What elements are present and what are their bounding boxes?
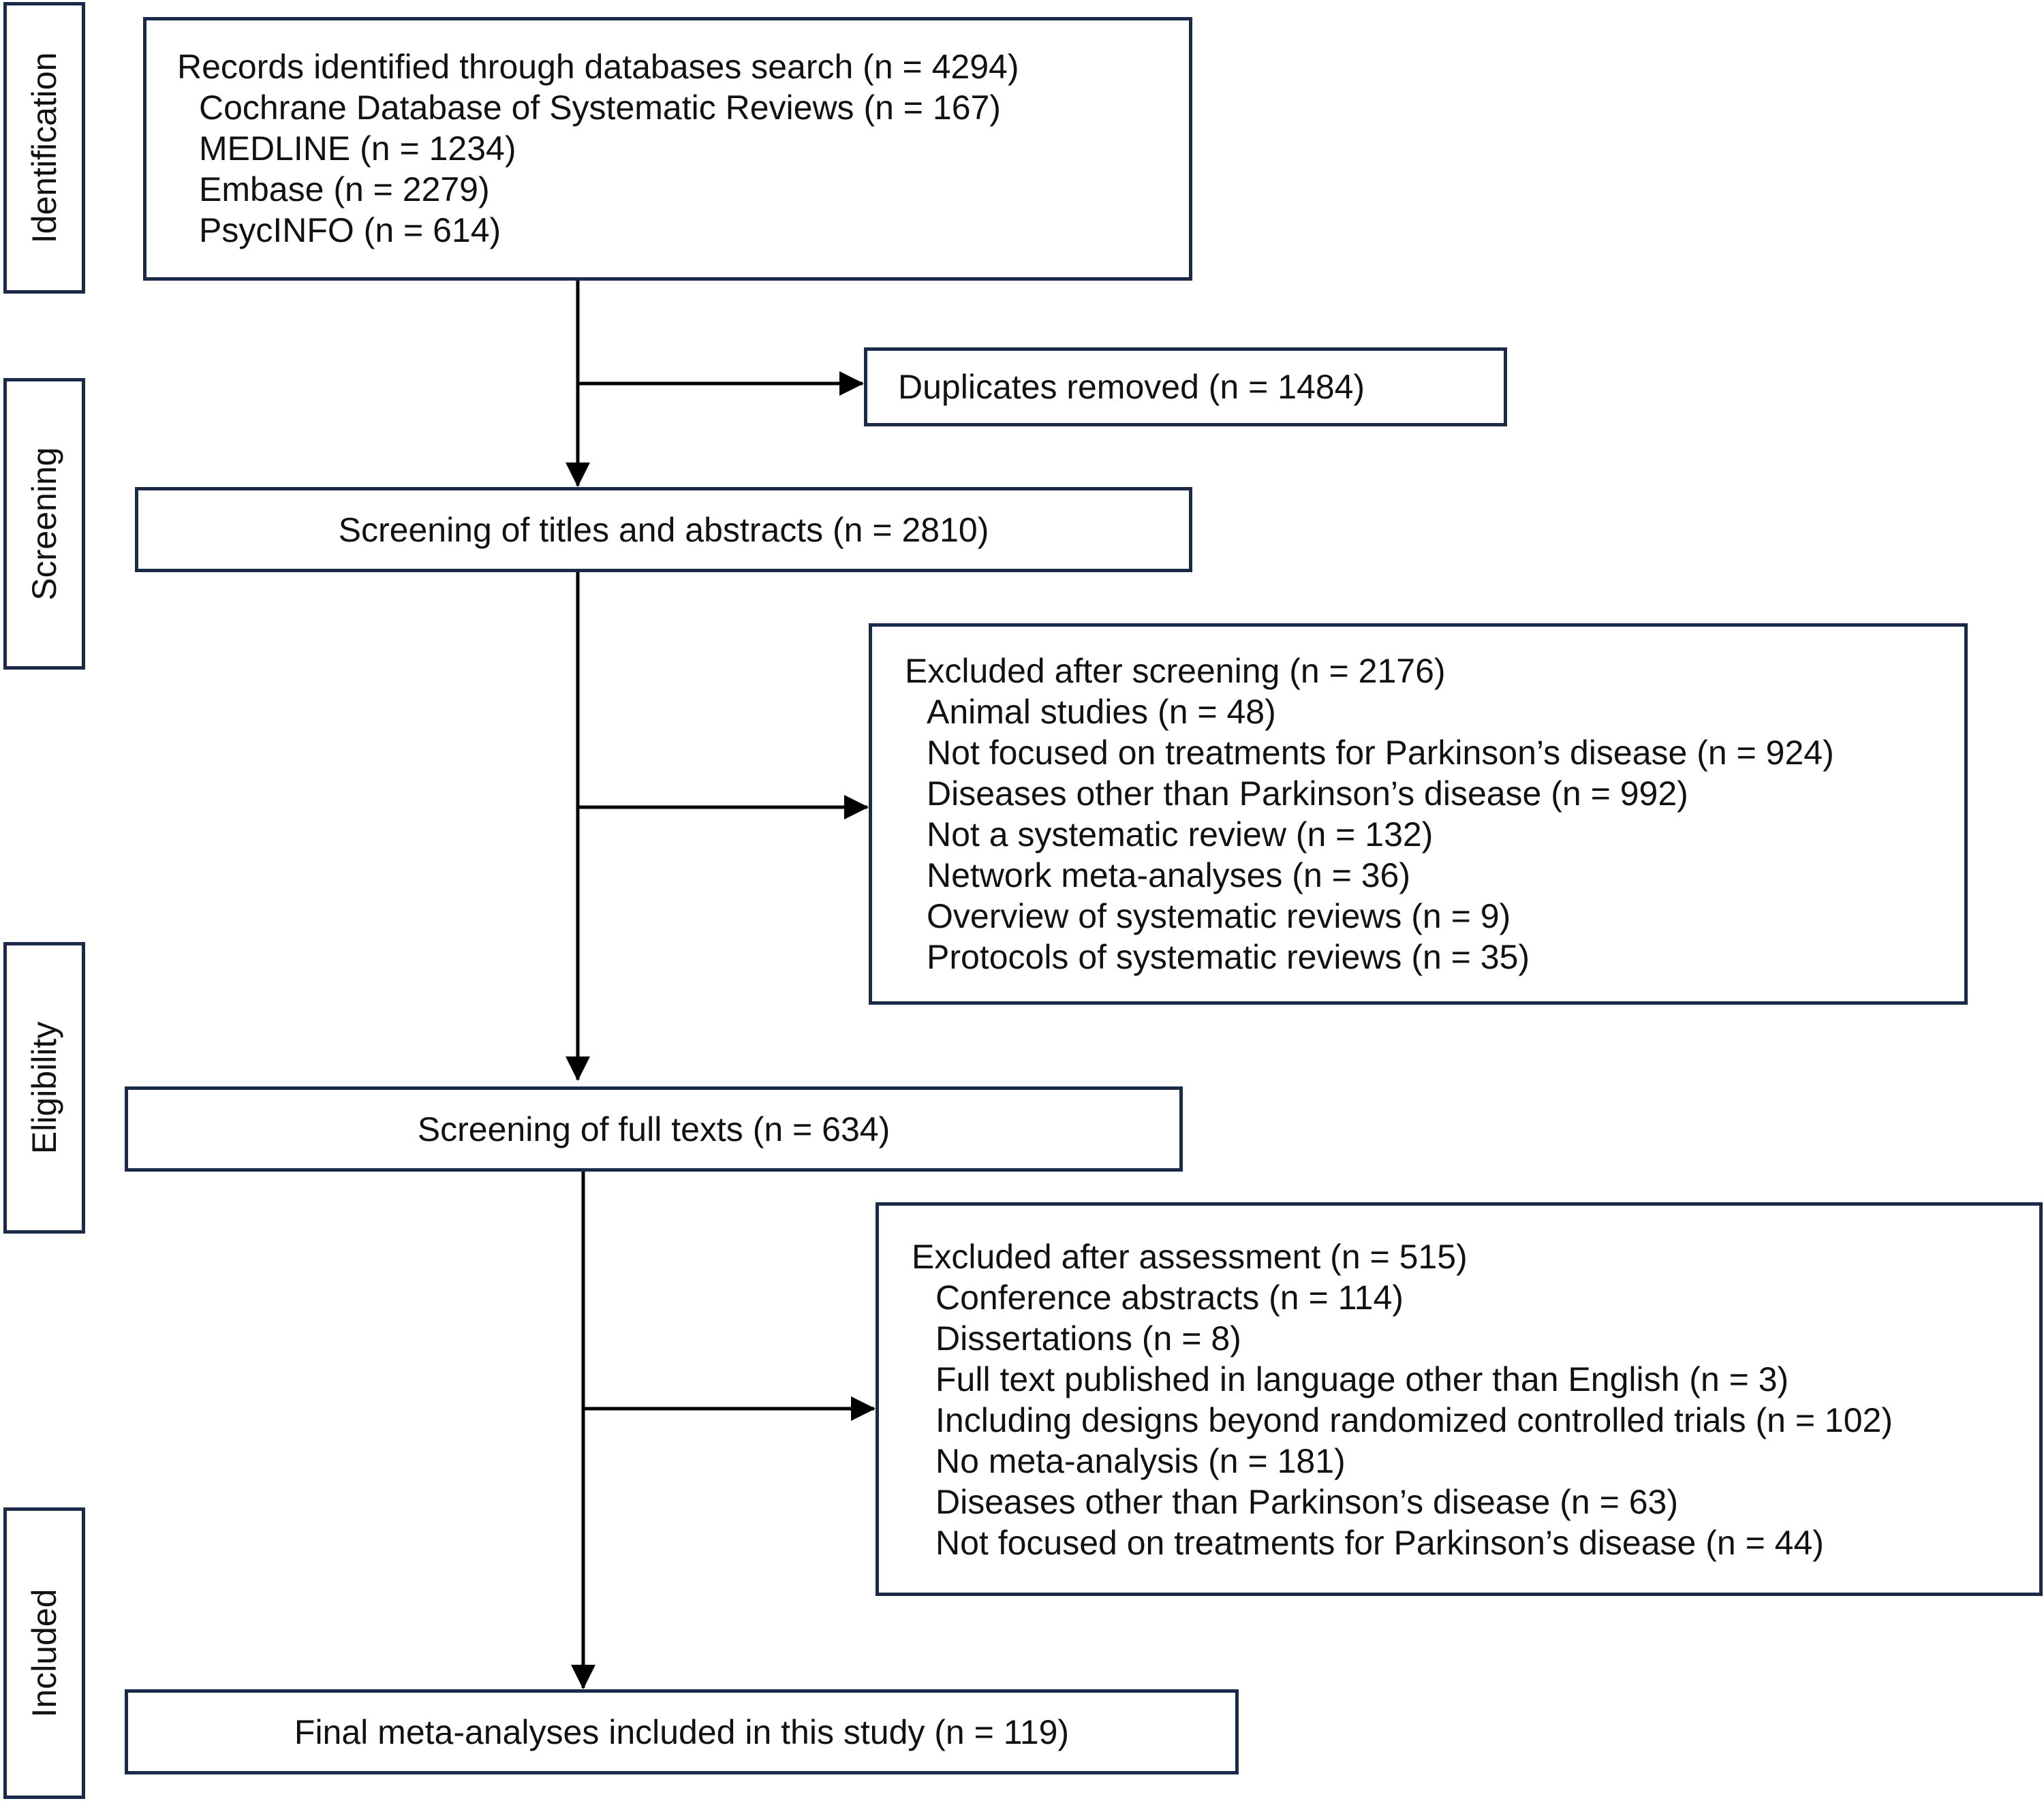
excluded-screening-item: Animal studies (n = 48) (927, 693, 1276, 731)
screening-titles-text: Screening of titles and abstracts (n = 2… (338, 510, 989, 549)
excluded-assessment-item: No meta-analysis (n = 181) (935, 1442, 1346, 1480)
excluded-assessment-item: Not focused on treatments for Parkinson’… (935, 1524, 1824, 1562)
screening-fulltext-box: Screening of full texts (n = 634) (125, 1086, 1183, 1172)
stage-label-screening: Screening (3, 378, 85, 670)
records-source-embase: Embase (n = 2279) (199, 170, 490, 208)
excluded-assessment-title: Excluded after assessment (n = 515) (912, 1238, 1468, 1276)
excluded-screening-title: Excluded after screening (n = 2176) (905, 652, 1446, 690)
excluded-screening-item: Network meta-analyses (n = 36) (927, 856, 1411, 894)
excluded-screening-item: Diseases other than Parkinson’s disease … (927, 774, 1688, 813)
excluded-screening-item: Protocols of systematic reviews (n = 35) (927, 938, 1530, 976)
final-included-text: Final meta-analyses included in this stu… (294, 1712, 1070, 1751)
records-identified-box: Records identified through databases sea… (143, 17, 1192, 281)
excluded-screening-item: Overview of systematic reviews (n = 9) (927, 897, 1511, 935)
excluded-screening-item: Not a systematic review (n = 132) (927, 815, 1434, 853)
excluded-assessment-item: Diseases other than Parkinson’s disease … (935, 1483, 1678, 1521)
excluded-screening-item: Not focused on treatments for Parkinson’… (927, 734, 1834, 772)
excluded-assessment-item: Full text published in language other th… (935, 1360, 1789, 1398)
records-source-psycinfo: PsycINFO (n = 614) (199, 211, 501, 249)
excluded-assessment-item: Dissertations (n = 8) (935, 1319, 1241, 1358)
stage-label-eligibility: Eligibility (3, 942, 85, 1234)
final-included-box: Final meta-analyses included in this stu… (125, 1689, 1239, 1774)
records-identified-title: Records identified through databases sea… (177, 48, 1019, 86)
duplicates-removed-box: Duplicates removed (n = 1484) (864, 347, 1507, 426)
excluded-after-assessment-box: Excluded after assessment (n = 515) Conf… (876, 1202, 2043, 1596)
excluded-assessment-item: Including designs beyond randomized cont… (935, 1401, 1893, 1439)
stage-label-included: Included (3, 1507, 85, 1799)
screening-titles-box: Screening of titles and abstracts (n = 2… (135, 487, 1192, 572)
excluded-assessment-item: Conference abstracts (n = 114) (935, 1279, 1404, 1317)
duplicates-removed-text: Duplicates removed (n = 1484) (898, 368, 1365, 406)
records-source-medline: MEDLINE (n = 1234) (199, 129, 516, 168)
records-source-cochrane: Cochrane Database of Systematic Reviews … (199, 89, 1001, 127)
screening-fulltext-text: Screening of full texts (n = 634) (417, 1110, 891, 1148)
excluded-after-screening-box: Excluded after screening (n = 2176) Anim… (869, 623, 1968, 1005)
stage-label-identification: Identification (3, 2, 85, 294)
